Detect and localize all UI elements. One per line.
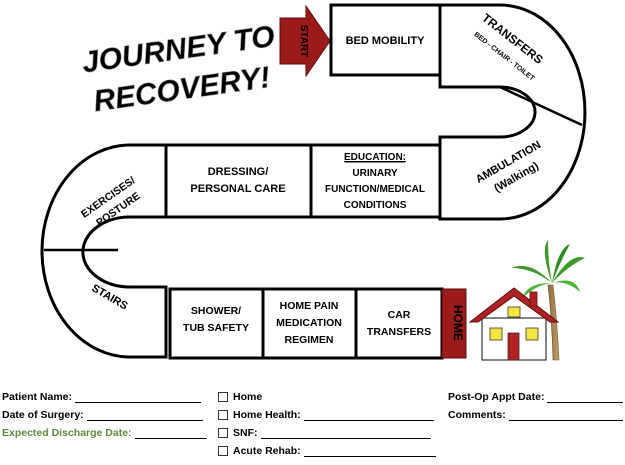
recovery-board: JOURNEY TO RECOVERY! START BED MOBILITY … [40,3,587,361]
left-curve [40,143,168,359]
patient-name-row: Patient Name: [2,389,202,403]
tile-dressing-line-2: PERSONAL CARE [190,183,285,195]
comments-field[interactable] [508,409,623,421]
patient-form: Patient Name: Date of Surgery: Expected … [0,389,625,465]
option-acute-rehab-row: Acute Rehab: [218,443,436,457]
acute-rehab-checkbox[interactable] [218,446,228,456]
board-title: JOURNEY TO RECOVERY! [80,20,277,119]
tile-dressing: DRESSING/ PERSONAL CARE [164,143,313,219]
tile-education-line-1: URINARY [352,168,398,179]
option-acute-rehab-label: Acute Rehab: [233,445,301,457]
tile-bed-mobility-label: BED MOBILITY [346,35,425,47]
snf-field[interactable] [260,427,431,439]
tile-education-line-3: CONDITIONS [344,200,407,211]
snf-checkbox[interactable] [218,428,228,438]
expected-discharge-label: Expected Discharge Date: [2,427,132,439]
tile-car-line-1: CAR [388,309,411,321]
post-op-row: Post-Op Appt Date: [448,389,624,403]
tile-shower-line-2: TUB SAFETY [183,322,249,334]
start-arrow: START [279,4,331,78]
tile-education: EDUCATION: URINARY FUNCTION/MEDICAL COND… [309,143,442,219]
tile-shower: SHOWER/ TUB SAFETY [168,287,265,360]
post-op-label: Post-Op Appt Date: [448,391,545,403]
tile-education-line-2: FUNCTION/MEDICAL [325,184,425,195]
option-home-row: Home [218,389,262,403]
tile-pain-line-2: MEDICATION [276,317,342,329]
house-icon [468,287,560,361]
option-snf-label: SNF: [233,427,258,439]
tile-education-title: EDUCATION: [344,152,406,163]
expected-discharge-row: Expected Discharge Date: [2,425,207,439]
patient-name-field[interactable] [75,391,202,403]
tile-bed-mobility: BED MOBILITY [329,3,442,77]
tile-pain-medication: HOME PAIN MEDICATION REGIMEN [261,287,358,360]
option-home-health-row: Home Health: [218,407,434,421]
date-of-surgery-label: Date of Surgery: [2,409,84,421]
tile-car-line-2: TRANSFERS [367,326,431,338]
tile-dressing-line-1: DRESSING/ [208,166,269,178]
right-curve [438,3,587,221]
home-label: HOME [451,305,465,341]
start-label: START [298,25,309,58]
home-health-field[interactable] [303,409,434,421]
option-snf-row: SNF: [218,425,431,439]
comments-label: Comments: [448,409,506,421]
patient-name-label: Patient Name: [2,391,73,403]
home-health-checkbox[interactable] [218,410,228,420]
home-banner: HOME [441,288,467,359]
comments-row: Comments: [448,407,623,421]
option-home-health-label: Home Health: [233,409,301,421]
home-checkbox[interactable] [218,392,228,402]
tile-pain-line-3: REGIMEN [284,334,333,346]
tile-car-transfers: CAR TRANSFERS [354,287,444,360]
acute-rehab-field[interactable] [303,445,436,457]
post-op-field[interactable] [547,391,624,403]
tile-pain-line-1: HOME PAIN [280,300,339,312]
option-home-label: Home [233,391,263,403]
expected-discharge-field[interactable] [134,427,207,439]
date-of-surgery-row: Date of Surgery: [2,407,203,421]
date-of-surgery-field[interactable] [86,409,203,421]
tile-shower-line-1: SHOWER/ [191,305,241,317]
